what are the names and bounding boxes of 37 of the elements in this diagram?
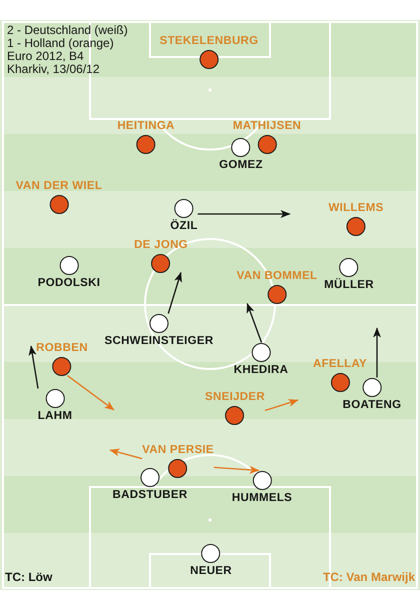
player-name: WILLEMS [328, 202, 384, 214]
coach-label: TC: Van Marwijk [322, 571, 415, 584]
match-info-text: Kharkiv, 13/06/12 [7, 63, 100, 76]
movement-arrow [168, 272, 182, 314]
match-info-text: 1 - Holland (orange) [7, 37, 114, 50]
player-name: HEITINGA [117, 120, 175, 132]
movement-arrow [198, 210, 290, 218]
player-name: PODOLSKI [38, 276, 100, 290]
movement-arrow [373, 328, 381, 378]
player-name: BADSTUBER [112, 488, 188, 502]
player-name: ÖZIL [170, 220, 198, 232]
movement-arrow [28, 346, 39, 389]
player-name: ROBBEN [36, 342, 88, 354]
movement-arrow [110, 448, 142, 460]
player-name: VAN PERSIE [142, 444, 214, 456]
match-info-text: Euro 2012, B4 [7, 50, 84, 63]
player-name: HUMMELS [232, 492, 292, 504]
match-info-text: 2 - Deutschland (weiß) [7, 24, 128, 37]
player-name: VAN DER WIEL [16, 180, 102, 192]
player-name: GOMEZ [219, 158, 263, 172]
player-name: LAHM [38, 410, 72, 422]
player-name: MATHIJSEN [232, 120, 302, 132]
player-name: SNEIJDER [205, 390, 265, 404]
player-name: SCHWEINSTEIGER [104, 334, 214, 348]
player-name: BOATENG [342, 398, 402, 412]
coach-label: TC: Löw [5, 571, 52, 584]
player-name: NEUER [190, 564, 232, 578]
player-name: DE JONG [134, 238, 188, 252]
movement-arrow [66, 374, 114, 411]
player-name: VAN BOMMEL [236, 270, 318, 282]
movement-arrow [264, 399, 298, 412]
player-name: KHEDIRA [234, 364, 288, 376]
movement-arrow [246, 303, 262, 343]
player-name: STEKELENBURG [160, 34, 258, 48]
player-name: MÜLLER [324, 278, 374, 292]
movement-arrow [214, 466, 260, 474]
player-name: AFELLAY [312, 358, 368, 370]
